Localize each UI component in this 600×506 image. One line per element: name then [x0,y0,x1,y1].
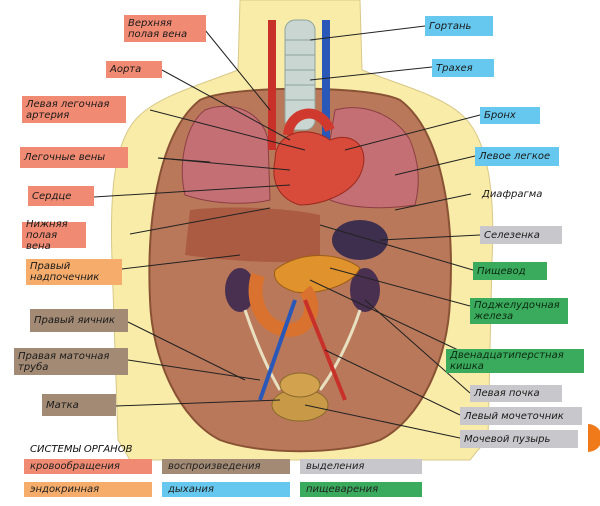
liver-shape [185,207,320,263]
label-bladder: Мочевой пузырь [460,430,578,448]
right-kidney-shape [225,268,255,312]
label-aorta: Аорта [106,61,162,78]
leader-lines [93,25,481,439]
label-heart: Сердце [28,186,94,206]
label-left-kidney: Левая почка [470,385,562,402]
label-duodenum: Двенадцатиперстная кишка [446,349,584,373]
legend-item-respiratory: дыхания [162,482,290,497]
edge-marker [588,424,600,452]
label-bronchus: Бронх [480,107,540,124]
label-inferior-vena-cava: Нижняя полая вена [22,219,86,252]
label-right-fallopian-tube: Правая маточная труба [14,348,128,375]
duodenum-shape [248,272,319,338]
legend-item-excretory: выделения [300,459,422,474]
label-pulmonary-veins: Легочные вены [20,147,128,168]
left-kidney-shape [350,268,380,312]
label-larynx: Гортань [425,16,493,36]
right-lung [181,105,271,204]
spleen-shape [332,220,388,260]
legend-item-reproductive: воспроизведения [162,459,290,474]
label-spleen: Селезенка [480,226,562,244]
heart-shape [273,131,365,206]
uterus-shape [279,372,321,398]
legend-title: СИСТЕМЫ ОРГАНОВ [30,444,133,455]
legend-item-digestive: пищеварения [300,482,422,497]
label-superior-vena-cava: Верхняя полая вена [124,15,206,42]
legend-item-endocrine: эндокринная [24,482,152,497]
label-right-ovary: Правый яичник [30,309,128,332]
label-pancreas: Поджелудочная железа [470,298,568,324]
label-left-lung: Левое легкое [475,147,559,166]
label-left-pulmonary-artery: Левая легочная артерия [22,96,126,123]
label-right-adrenal: Правый надпочечник [26,259,122,285]
label-uterus: Матка [42,394,116,416]
label-trachea: Трахея [432,59,494,77]
legend-item-circulatory: кровообращения [24,459,152,474]
label-diaphragm: Диафрагма [482,188,543,200]
label-left-ureter: Левый мочеточник [460,407,582,425]
trachea-shape [284,19,316,131]
label-esophagus: Пищевод [473,262,547,280]
pancreas-shape [274,255,361,294]
